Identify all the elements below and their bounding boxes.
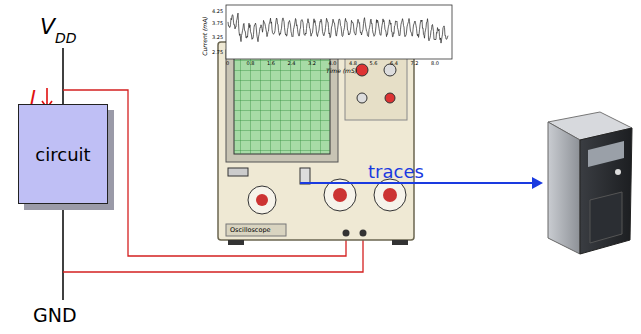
tick-label: 1.6 [267, 61, 275, 66]
tick-label: 7.2 [411, 61, 419, 66]
server-tower [548, 112, 632, 254]
node-text: circuit [35, 144, 90, 165]
tick-label: 3.25 [212, 35, 223, 40]
tick-label: 5.6 [370, 61, 378, 66]
traces-arrow [300, 182, 536, 184]
probe-wire [63, 240, 363, 272]
tick-label: 4.25 [212, 9, 223, 14]
supply-label: V [40, 16, 55, 38]
supply-subscript: DD [55, 31, 77, 45]
tick-label: 4.0 [329, 61, 337, 66]
ground-label: GND [33, 306, 77, 325]
axis-title: Current (mA) [202, 16, 208, 55]
tick-label: 3.2 [308, 61, 316, 66]
process-box: circuit [18, 104, 108, 204]
tick-label: 8.0 [431, 61, 439, 66]
tick-label: 6.4 [390, 61, 398, 66]
tick-label: 0 [226, 61, 229, 66]
current-label: I [30, 87, 36, 107]
tick-label: 3.75 [212, 21, 223, 26]
tick-label: 2.75 [212, 50, 223, 55]
oscilloscope [218, 42, 414, 245]
tick-label: 4.8 [349, 61, 357, 66]
tick-label: 0.8 [247, 61, 255, 66]
arrow-label: traces [368, 163, 424, 181]
axis-title: Time (mS) [326, 68, 357, 74]
traces-arrowhead [532, 177, 543, 189]
current-chart [226, 5, 452, 59]
device-label: Oscilloscope [230, 227, 271, 234]
tick-label: 2.4 [288, 61, 296, 66]
